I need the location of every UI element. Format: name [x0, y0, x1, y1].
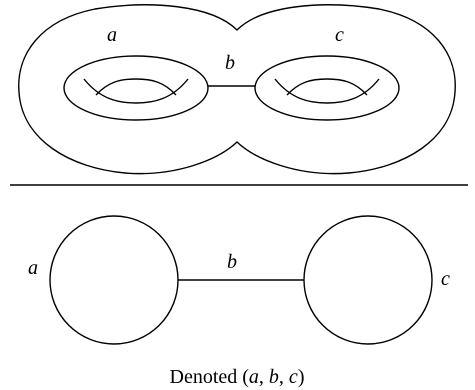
caption-sep-2: , [279, 366, 289, 388]
caption: Denoted (a, b, c) [170, 366, 305, 388]
graph-vertex-right [303, 215, 433, 345]
graph-label-a: a [28, 257, 38, 279]
decomposition-graph: a b c [28, 215, 450, 345]
caption-c: c [289, 366, 298, 388]
graph-vertex-left [49, 215, 179, 345]
right-handle [254, 55, 400, 121]
curve-c-ellipse [254, 55, 400, 121]
right-hole-lower-curve [286, 78, 368, 96]
surface-outline [18, 4, 456, 175]
caption-b: b [269, 366, 279, 388]
curve-a-ellipse [63, 55, 209, 121]
surface-label-b: b [225, 52, 235, 74]
graph-label-c: c [441, 268, 450, 290]
caption-suffix: ) [298, 366, 305, 388]
left-handle [63, 55, 209, 121]
left-hole-lower-curve [95, 78, 177, 96]
caption-sep-1: , [259, 366, 269, 388]
caption-prefix: Denoted ( [170, 366, 250, 388]
surface-label-c: c [335, 24, 344, 46]
caption-a: a [249, 366, 259, 388]
genus-two-surface: a b c [18, 4, 456, 175]
graph-label-b: b [227, 251, 237, 273]
surface-label-a: a [107, 24, 117, 46]
